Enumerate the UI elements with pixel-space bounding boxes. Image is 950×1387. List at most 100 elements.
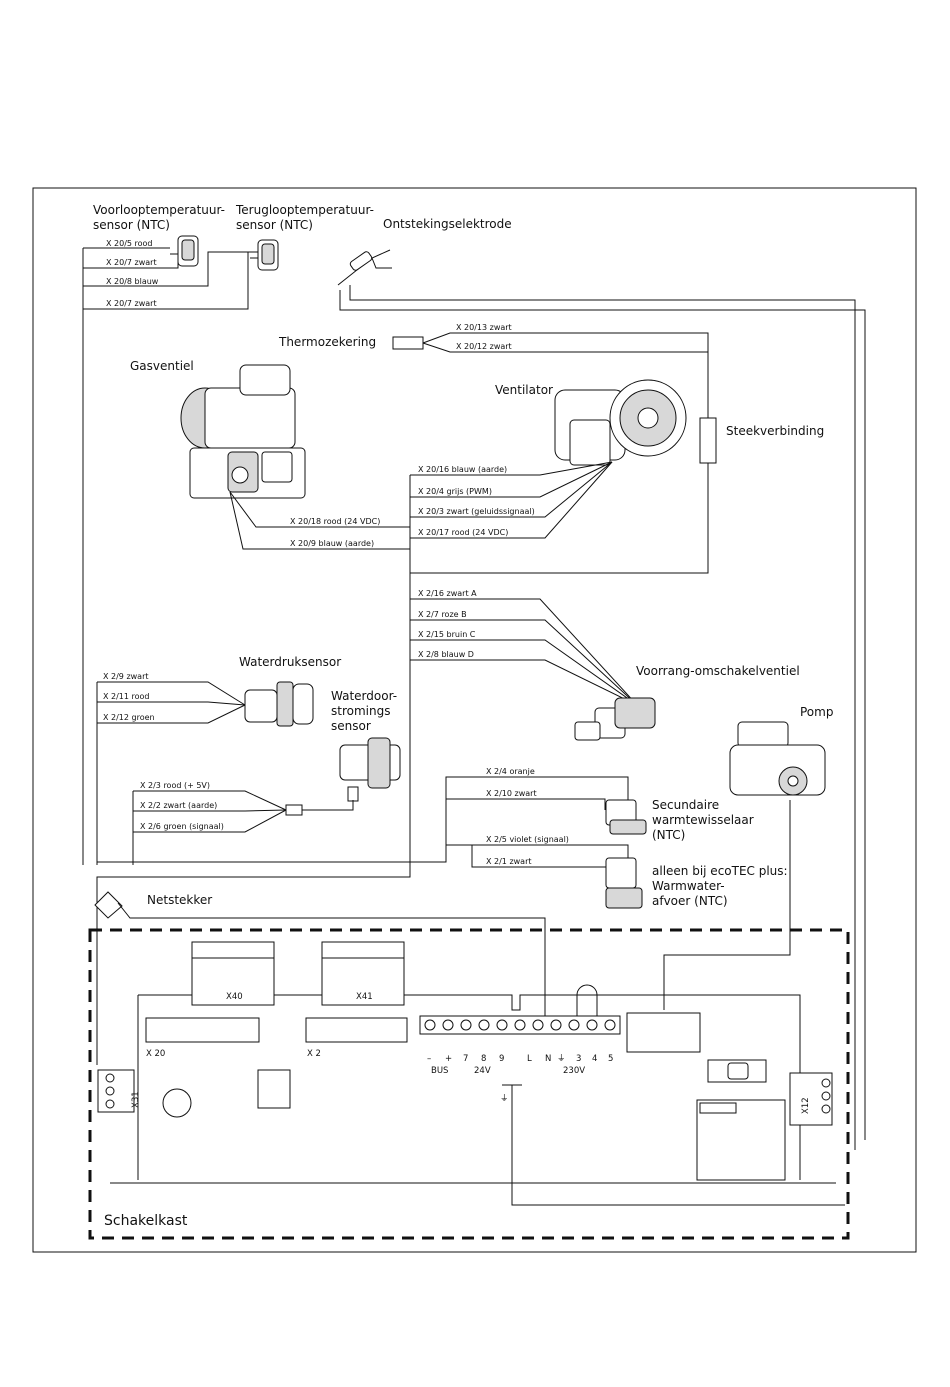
wire-x20-3: X 20/3 zwart (geluidssignaal) [418,507,535,516]
thermozekering-part [392,336,424,350]
svg-text:X41: X41 [356,992,373,1002]
connector-x12: X12 [789,1072,833,1126]
wire-x20-12: X 20/12 zwart [456,342,512,351]
svg-text:–: – [427,1054,431,1064]
wire-x20-13: X 20/13 zwart [456,323,512,332]
wire-x20-8: X 20/8 blauw [106,277,159,286]
waterdoorstroming-part [339,737,401,802]
svg-text:⏚: ⏚ [557,1054,566,1064]
voorrang-label: Voorrang-omschakelventiel [636,664,800,678]
label-line: sensor (NTC) [93,218,170,232]
label-line: Waterdoor- [331,689,397,703]
pomp-label: Pomp [800,705,833,719]
svg-text:N: N [545,1054,551,1064]
terugloop-sensor [250,239,279,271]
wire-x2-11: X 2/11 rood [103,692,150,701]
wire-x20-17: X 20/17 rood (24 VDC) [418,528,508,537]
netstekker-part [94,891,546,1016]
steekverbinding-part [699,417,717,464]
wire-x2-3: X 2/3 rood (+ 5V) [140,781,210,790]
wire-x20-9: X 20/9 blauw (aarde) [290,539,374,548]
wire-x2-1: X 2/1 zwart [486,857,532,866]
label-line: Warmwater- [652,879,725,893]
ontsteking-label: Ontstekingselektrode [383,217,512,231]
svg-text:X40: X40 [226,992,243,1002]
svg-text:+: + [445,1054,452,1064]
ground-symbol: ⏚ [500,1094,509,1104]
fuse-loop [576,984,598,1016]
wire-x2-8: X 2/8 blauw D [418,650,474,659]
svg-text:X31: X31 [131,1091,141,1108]
wire-x2-6: X 2/6 groen (signaal) [140,822,224,831]
secundaire-part [605,799,647,835]
terminal-strip [419,1015,621,1035]
waterdruksensor-part [244,681,314,727]
wire-x2-2: X 2/2 zwart (aarde) [140,801,217,810]
svg-text:X12: X12 [801,1097,811,1114]
wire-x2-16: X 2/16 zwart A [418,589,477,598]
label-line: Secundaire [652,798,719,812]
wire-x20-16: X 20/16 blauw (aarde) [418,465,507,474]
svg-text:X 20: X 20 [146,1049,165,1059]
wire-x2-5: X 2/5 violet (signaal) [486,835,569,844]
connector-x2: X 2 [305,1017,408,1059]
wire-x20-7a: X 20/7 zwart [106,258,157,267]
rj-socket [257,1069,291,1109]
ventilator-part [554,379,687,466]
wire-x20-4: X 20/4 grijs (PWM) [418,487,492,496]
ecotec-label: alleen bij ecoTEC plus:Warmwater-afvoer … [652,864,788,908]
wire-x2-7: X 2/7 roze B [418,610,467,619]
230v-label: 230V [563,1066,585,1076]
svg-text:9: 9 [499,1054,504,1064]
voorrang-part [574,697,656,741]
wire-x2-4: X 2/4 oranje [486,767,535,776]
svg-text:L: L [527,1054,532,1064]
wire-x20-18: X 20/18 rood (24 VDC) [290,517,380,526]
label-line: Teruglooptemperatuur- [235,203,374,217]
svg-text:4: 4 [592,1054,597,1064]
connector-x20: X 20 [145,1017,260,1059]
ontsteking-electrode [337,249,392,286]
gasventiel-label: Gasventiel [130,359,194,373]
connector-x40: X40 [191,941,275,1006]
waterdruksensor-label: Waterdruksensor [239,655,341,669]
label-line: warmtewisselaar [652,813,754,827]
waterdoorstroming-connector [285,804,303,816]
connector-x31: X31 [97,1069,141,1113]
potentiometer [162,1088,192,1118]
terugloop-label: Teruglooptemperatuur-sensor (NTC) [235,203,374,232]
bus-label: BUS [431,1066,448,1076]
24v-label: 24V [474,1066,491,1076]
voorloop-label: Voorlooptemperatuur-sensor (NTC) [93,203,225,232]
netstekker-label: Netstekker [147,893,212,907]
terminal-labels: – + 7 8 9 L N ⏚ 3 4 5 [427,1054,613,1064]
label-line: alleen bij ecoTEC plus: [652,864,788,878]
diagram-frame [32,187,917,1253]
wire-x20-5: X 20/5 rood [106,239,153,248]
svg-text:8: 8 [481,1054,486,1064]
label-line: sensor (NTC) [236,218,313,232]
gasventiel-part [180,364,306,499]
voorloop-sensor [170,235,199,267]
svg-text:X 2: X 2 [307,1049,321,1059]
pomp-part [729,721,826,796]
svg-text:7: 7 [463,1054,468,1064]
label-line: Voorlooptemperatuur- [93,203,225,217]
svg-text:3: 3 [576,1054,581,1064]
ecotec-part [605,857,643,909]
label-line: stromings [331,704,390,718]
ventilator-label: Ventilator [495,383,553,397]
schakelkast-box [88,928,850,1240]
thermozekering-label: Thermozekering [278,335,376,349]
pump-connector [626,1012,701,1053]
wire-x2-12: X 2/12 groen [103,713,155,722]
wire-x2-9: X 2/9 zwart [103,672,149,681]
label-line: sensor [331,719,371,733]
wire-x2-15: X 2/15 bruin C [418,630,476,639]
schakelkast-label: Schakelkast [104,1213,188,1229]
label-line: afvoer (NTC) [652,894,728,908]
wire-x2-10: X 2/10 zwart [486,789,537,798]
